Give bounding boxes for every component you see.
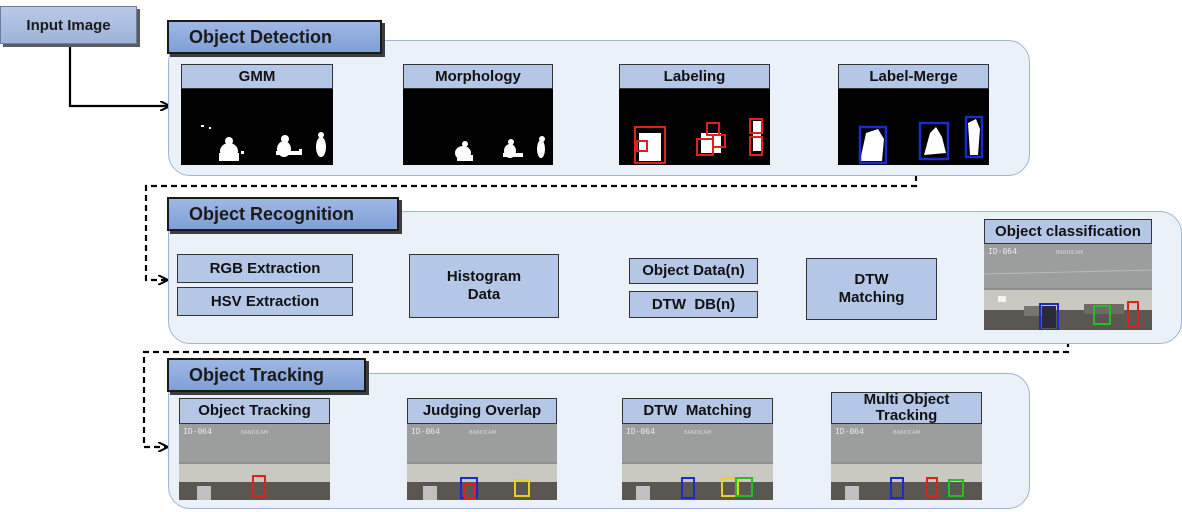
- input-image-box: Input Image: [0, 6, 137, 44]
- overlap-box-yellow: [514, 479, 530, 497]
- dtw-db-box: DTW DB(n): [629, 291, 758, 318]
- label-box-3: [749, 118, 763, 134]
- classification-box-green: [1093, 305, 1111, 325]
- dashed-recognition-to-tracking: [142, 331, 1070, 447]
- object-classification-image: ID-064 BANDICAM: [984, 244, 1152, 330]
- tracking1-id-text: ID-064: [183, 427, 212, 436]
- multi-box-red: [926, 477, 938, 497]
- merge-box-2: [918, 121, 950, 161]
- label-merge-regions: [858, 115, 984, 165]
- multi-box-blue: [890, 477, 904, 499]
- classification-box-red: [1127, 301, 1139, 327]
- label-box-1: [634, 126, 666, 164]
- labeling-image: [619, 89, 770, 165]
- dtw-matching-label: DTW Matching: [622, 398, 773, 424]
- rgb-extraction-box: RGB Extraction: [177, 254, 353, 283]
- label-merge-image: [838, 89, 989, 165]
- morphology-image: [403, 89, 553, 165]
- labeling-label: Labeling: [619, 64, 770, 89]
- tracking2-id-text: ID-064: [411, 427, 440, 436]
- morphology-label: Morphology: [403, 64, 553, 89]
- multi-object-tracking-image: ID-064 BANDICAM: [831, 424, 982, 500]
- tracking-title: Object Tracking: [167, 358, 366, 392]
- tracking3-id-text: ID-064: [626, 427, 655, 436]
- tracking3-watermark: BANDICAM: [684, 430, 711, 436]
- classification-scene: ID-064 BANDICAM: [984, 244, 1152, 330]
- multi-box-green: [948, 479, 964, 497]
- multi-object-tracking-label: Multi Object Tracking: [831, 392, 982, 424]
- judging-overlap-image: ID-064 BANDICAM: [407, 424, 557, 500]
- merge-box-3: [964, 115, 984, 159]
- detection-title: Object Detection: [167, 20, 382, 54]
- dtw-matching-image: ID-064 BANDICAM: [622, 424, 773, 500]
- label-merge-label: Label-Merge: [838, 64, 989, 89]
- dtw-box-green: [735, 477, 753, 497]
- morphology-blobs: [455, 136, 545, 161]
- dtw-box-yellow: [721, 477, 739, 497]
- gmm-foreground-image: [181, 89, 333, 165]
- merge-box-1: [858, 125, 888, 165]
- object-classification-label: Object classification: [984, 219, 1152, 244]
- tracking4-id-text: ID-064: [835, 427, 864, 436]
- tracking1-box-red: [252, 475, 266, 497]
- object-data-box: Object Data(n): [629, 258, 758, 284]
- dtw-matching-box: DTW Matching: [806, 258, 937, 320]
- arrow-input-to-gmm: [68, 45, 168, 106]
- gmm-blobs: [201, 125, 326, 161]
- tracking-scene-1: ID-064 BANDICAM: [179, 424, 330, 500]
- labeling-regions: [634, 118, 763, 164]
- tracking-scene-2: ID-064 BANDICAM: [407, 424, 557, 500]
- overlap-box-red: [464, 483, 476, 499]
- gmm-label: GMM: [181, 64, 333, 89]
- dtw-box-blue: [681, 477, 695, 499]
- tracking1-watermark: BANDICAM: [241, 430, 268, 436]
- tracking-scene-4: ID-064 BANDICAM: [831, 424, 982, 500]
- tracking4-watermark: BANDICAM: [893, 430, 920, 436]
- tracking2-watermark: BANDICAM: [469, 430, 496, 436]
- object-tracking-label: Object Tracking: [179, 398, 330, 424]
- recognition-title: Object Recognition: [167, 197, 399, 231]
- dashed-detection-to-recognition: [144, 165, 918, 280]
- hsv-extraction-box: HSV Extraction: [177, 287, 353, 316]
- classification-id-text: ID-064: [988, 247, 1017, 256]
- histogram-data-box: Histogram Data: [409, 254, 559, 318]
- object-tracking-image: ID-064 BANDICAM: [179, 424, 330, 500]
- tracking-scene-3: ID-064 BANDICAM: [622, 424, 773, 500]
- judging-overlap-label: Judging Overlap: [407, 398, 557, 424]
- classification-box-blue: [1039, 303, 1059, 330]
- classification-watermark: BANDICAM: [1056, 250, 1083, 256]
